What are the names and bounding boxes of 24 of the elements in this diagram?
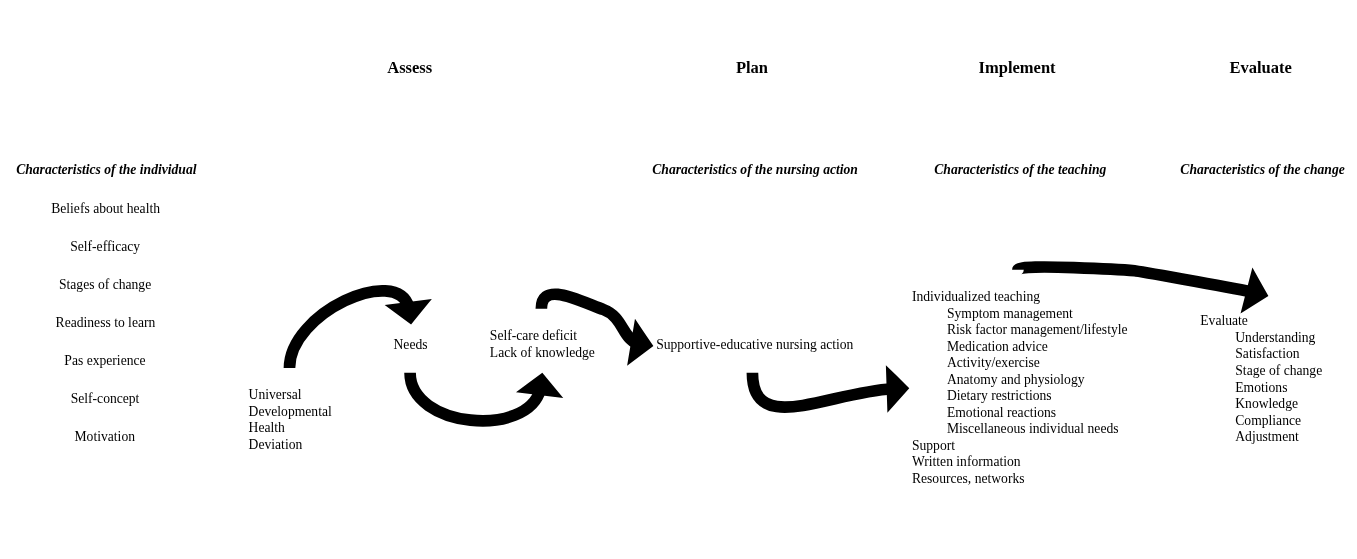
label: Self-efficacy [70, 239, 141, 254]
label: Beliefs about health [51, 201, 161, 217]
arrow [1015, 261, 1269, 314]
arrow [283, 285, 432, 369]
node-text: Individualized teaching Symptom management Risk factor management/lifestyle Medication advice Activity/exercise Anatomy and physiology Dietary restrictions Emotional reactions Miscellaneous individual needs Support Written information Resources, networks [911, 289, 1128, 486]
label: Plan [735, 58, 769, 78]
label: Motivation [74, 428, 136, 444]
label: Pas experience [64, 352, 146, 368]
label: Characteristics of the teaching [934, 162, 1107, 178]
label: Assess [387, 58, 433, 78]
label: Self-concept [70, 390, 140, 406]
label: Characteristics of the nursing action [652, 162, 858, 178]
label: Evaluate [1229, 58, 1292, 78]
node-text: Universal Developmental Health Deviation [248, 387, 332, 452]
node-text: Supportive-educative nursing action [656, 336, 854, 352]
arrow [535, 288, 654, 366]
node-text: Evaluate Understanding Satisfaction Stage of change Emotions Knowledge Compliance Adjustment [1200, 313, 1323, 445]
label: Stages of change [58, 276, 152, 292]
label: Implement [978, 58, 1056, 78]
label: Characteristics of the individual [16, 162, 197, 178]
node-text: Needs [393, 336, 428, 352]
node-text: Self-care deficit Lack of knowledge [489, 327, 595, 360]
label: Characteristics of the change [1180, 162, 1345, 178]
label: Readiness to learn [55, 314, 156, 330]
